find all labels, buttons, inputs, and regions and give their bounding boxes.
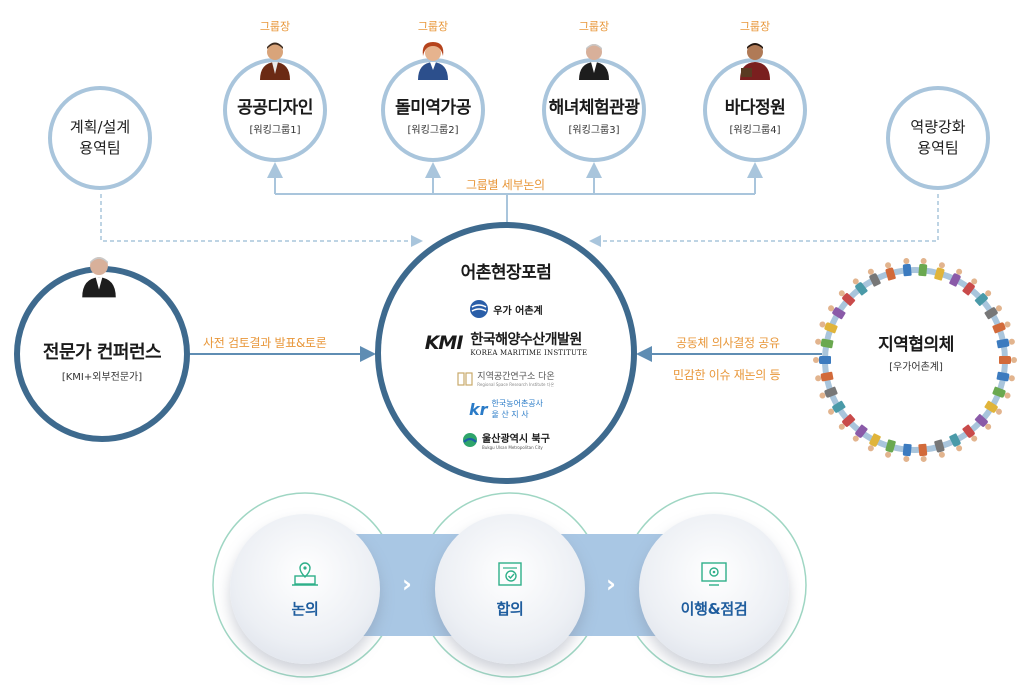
wg3-role: 그룹장	[578, 20, 610, 33]
council-sub: [우가어촌계]	[889, 362, 943, 373]
kmi-logo: KMI	[424, 332, 464, 354]
krc-name: 한국농어촌공사	[491, 399, 544, 408]
council-title: 지역협의체	[878, 335, 954, 355]
council-person-figure	[997, 356, 1017, 364]
wg2-sub: [워킹그룹2]	[407, 124, 459, 136]
expert-person-icon	[82, 257, 116, 298]
chevron-right-icon: ›	[606, 570, 616, 598]
bukgu-english: Bukgu Ulsan Metropolitan City	[482, 445, 543, 450]
council-person-figure	[813, 356, 833, 364]
daon-name: 지역공간연구소 다온	[477, 372, 555, 382]
group-bus-lines	[267, 162, 763, 222]
stage-implementation: 이행&점검	[639, 514, 789, 664]
woga-name: 우가 어촌계	[493, 305, 543, 317]
wg3-sub: [워킹그룹3]	[568, 124, 620, 136]
woga-logo-icon	[470, 300, 489, 318]
capacity-team: 역량강화 용역팀	[886, 86, 990, 190]
side-team-dashed-lines	[100, 194, 939, 247]
wg1-name: 공공디자인	[237, 97, 313, 118]
org-daon: 지역공간연구소 다온 Regional Space Research Insti…	[457, 369, 555, 388]
stage-discussion: 논의	[230, 514, 380, 664]
expert-conference-title: 전문가 컨퍼런스	[42, 341, 162, 363]
wg2-role: 그룹장	[417, 20, 449, 33]
wg3-name: 해녀체험관광	[548, 97, 640, 118]
stage-agreement: 합의	[435, 514, 585, 664]
planning-team-line1: 계획/설계	[69, 118, 131, 136]
krc-logo: kr	[468, 399, 488, 419]
stage-implementation-label: 이행&점검	[680, 599, 748, 618]
wg4-role: 그룹장	[739, 20, 771, 33]
kmi-name: 한국해양수산개발원	[470, 332, 582, 348]
wg1-sub: [워킹그룹1]	[249, 124, 301, 136]
council-arrow-label-2: 민감한 이슈 재논의 등	[673, 368, 781, 382]
capacity-team-line2: 용역팀	[917, 139, 959, 157]
leader-man-icon	[260, 42, 290, 80]
bukgu-name: 울산광역시 북구	[482, 434, 550, 445]
wg2-name: 돌미역가공	[395, 97, 471, 118]
wg1-role: 그룹장	[259, 20, 291, 33]
regional-council: 지역협의체 [우가어촌계]	[855, 330, 977, 373]
daon-sub: Regional Space Research Institute 다온	[477, 382, 555, 387]
council-arrow-label-1: 공동체 의사결정 공유	[676, 336, 780, 350]
chevron-right-icon: ›	[402, 570, 412, 598]
group-discussion-label: 그룹별 세부논의	[462, 176, 549, 193]
org-kmi: KMI 한국해양수산개발원 KOREA MARITIME INSTITUTE	[425, 329, 588, 357]
expert-arrow-label: 사전 검토결과 발표&토론	[203, 336, 327, 350]
krc-branch: 울 산 지 사	[491, 410, 529, 419]
leader-woman-icon	[418, 42, 448, 80]
org-krc: kr 한국농어촌공사 울 산 지 사	[469, 398, 543, 420]
planning-team-line2: 용역팀	[79, 139, 121, 157]
forum-title: 어촌현장포럼	[460, 263, 552, 283]
capacity-team-line1: 역량강화	[910, 118, 966, 136]
org-woga: 우가 어촌계	[469, 299, 543, 319]
daon-logo-icon	[457, 371, 473, 386]
wg4-sub: [워킹그룹4]	[729, 124, 781, 136]
gear-monitor-icon	[701, 561, 727, 586]
expert-conference-sub: [KMI+외부전문가]	[61, 371, 143, 383]
council-person-figure	[902, 441, 912, 462]
fishing-village-forum: 어촌현장포럼 우가 어촌계 KMI 한국해양수산개발원 KOREA MARITI…	[375, 222, 637, 484]
document-check-icon	[498, 561, 522, 586]
stage-agreement-label: 합의	[496, 599, 524, 618]
bukgu-logo-icon	[463, 433, 478, 447]
council-person-figure	[902, 258, 912, 279]
stage-discussion-label: 논의	[291, 599, 319, 618]
leader-older-man-icon	[579, 44, 609, 80]
leader-briefcase-man-icon	[740, 43, 770, 80]
map-pin-laptop-icon	[292, 561, 318, 586]
wg4-name: 바다정원	[724, 97, 786, 118]
planning-team: 계획/설계 용역팀	[48, 86, 152, 190]
org-bukgu: 울산광역시 북구 Bukgu Ulsan Metropolitan City	[462, 430, 550, 450]
kmi-english: KOREA MARITIME INSTITUTE	[470, 349, 588, 357]
